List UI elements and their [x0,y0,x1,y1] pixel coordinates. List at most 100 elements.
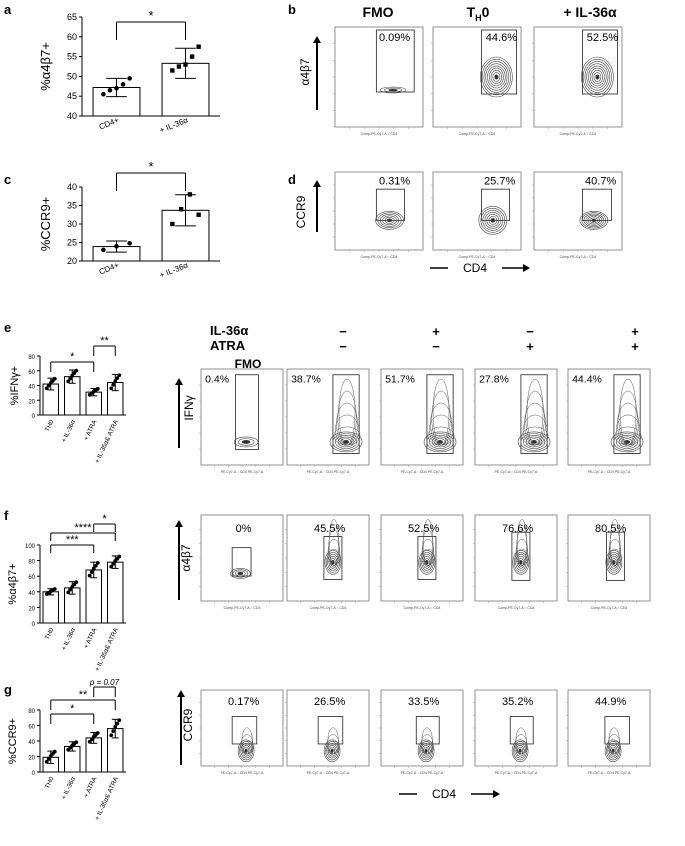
a-point [107,87,113,93]
f-plot-1-frame [286,514,370,602]
g-plot-0-contour [237,739,255,763]
f-plot-0-frame [200,514,284,602]
b-plot-1-contour [481,58,511,96]
f-plot-0-percentage: 0% [236,523,252,535]
a-ytick-label: 60 [67,32,77,42]
g-plot-3-contour-streak [515,727,527,755]
f-sig-label: **** [74,522,92,534]
f-y-axis-label: α4β7 [179,544,193,572]
g-plot-3-frame [474,689,558,767]
f-point [66,590,71,595]
b-col-fmo: FMO [362,4,393,20]
c-ytick-label: 25 [67,238,77,248]
f-plot-3-x-parameter: Comp-PE-Cy7-A :: CD4 [498,606,535,610]
d-plot-1-x-parameter: Comp-PE-Cy7-A :: CD4 [459,255,496,259]
e-plot-2-x-parameter: PE-Cy7-A :: CD4 PE-Cy7-A [401,470,444,474]
e-header-sign: + [631,339,639,354]
b-col-th0-sub: H [475,13,482,23]
f-point [117,554,122,559]
f-point [52,587,57,591]
e-ylabel: %IFNγ+ [9,366,21,405]
panel-label-e: e [4,320,11,335]
f-point [93,563,98,568]
e-plot-0-gate [235,374,259,451]
e-point [68,376,73,381]
f-plot-2-contour-streak [423,519,433,566]
a-point [114,85,119,91]
g-plot-2: 33.5%PE-Cy7-A :: CD4 PE-Cy7-A [379,689,464,775]
g-plot-4-frame [567,689,651,767]
f-plot-3-contour-streak [517,519,527,566]
g-plot-1-contour [327,744,337,757]
d-plot-1-contour [490,218,496,223]
g-plot-2-contour [417,739,435,763]
f-plot-4-x-parameter: Comp-PE-Cy7-A :: CD4 [591,606,628,610]
e-header-sign: − [526,324,534,339]
f-sig-label: *** [66,534,80,546]
f-point [74,580,79,585]
b-plot-0-x-parameter: Comp-PE-Cy7-A :: CD4 [361,132,398,136]
b-plot-2-contour [593,72,602,82]
e-plot-0-contour [241,439,251,444]
e-category-label: TH0 [44,419,56,433]
d-plot-1: 25.7%Comp-PE-Cy7-A :: CD4 [431,171,522,259]
e-category-label: + ATRA [83,418,99,442]
b-plot-1-contour [494,74,499,80]
b-y-axis-label: α4β7 [298,58,312,86]
e-y-arrow-head [175,378,183,385]
a-ytick-label: 45 [67,91,77,101]
g-plot-1-contour [329,746,336,755]
f-ytick-label: 20 [28,606,35,612]
e-header-sign: + [631,324,639,339]
b-plot-0-contour [379,86,407,94]
f-point [95,561,100,565]
b-plot-2-contour [584,61,611,93]
g-plot-1-contour [323,739,341,763]
f-point [89,570,94,574]
e-plot-3-contour [531,439,538,444]
g-plot-4-contour [610,746,617,755]
e-header-sign: − [339,339,347,354]
b-plot-2: 52.5%Comp-PE-Cy7-A :: CD4 [532,26,623,136]
c-point [196,212,201,217]
b-plot-2-contour [595,74,600,80]
d-plot-2-gate [582,188,612,221]
e-point [74,368,79,373]
e-plot-1: 38.7%PE-Cy7-A :: CD4 PE-Cy7-A [285,368,370,474]
d-x-axis-label: CD4 [463,261,487,275]
f-ylabel: %α4β7+ [7,563,19,604]
e-plot-4-contour [613,433,641,451]
e-plot-2-frame [380,368,464,466]
b-plot-2-contour [586,63,609,91]
f-bar [42,591,59,624]
c-point [127,240,132,246]
b-plot-2-contour [589,67,605,87]
e-fmo-label: FMO [235,357,262,371]
g-plot-3-contour [511,739,529,763]
g-plot-0-contour [243,746,250,755]
g-plot-3-percentage: 35.2% [502,696,533,708]
g-sig-label: * [70,703,75,715]
e-sig-label: ** [100,335,109,347]
g-y-arrow-head [177,690,185,697]
d-plot-2-contour [591,218,597,222]
d-plot-1-gate [480,188,510,221]
f-point [91,566,96,571]
g-plot-4-contour [608,744,618,757]
d-plot-1-contour [484,212,502,229]
f-plot-4-contour-streak [610,519,620,566]
b-plot-2-contour [582,58,612,96]
panel-label-a: a [4,2,12,17]
d-plot-0-contour [379,214,400,227]
b-plot-1-contour [485,63,508,91]
g-plot-4-contour [604,739,622,763]
b-plot-2-contour [591,70,603,84]
f-point [111,561,116,566]
d-plot-1-contour [482,210,504,231]
f-category-label: + IL-36α& ATRA [94,626,121,672]
a-sig-label: * [148,8,153,23]
d-plot-1-contour [480,208,506,233]
g-plot-3-contour [515,744,525,757]
d-plot-0-contour [386,218,393,223]
